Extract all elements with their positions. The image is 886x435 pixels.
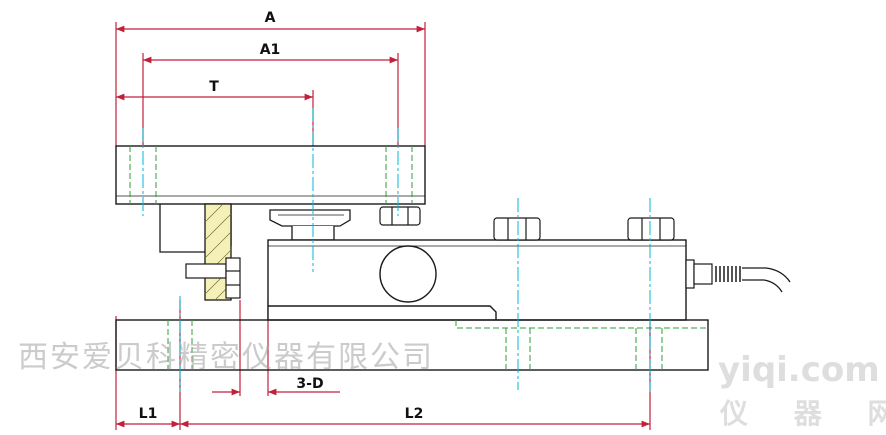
cell-nut-left bbox=[493, 217, 541, 241]
dim-label-L1: L1 bbox=[139, 406, 158, 422]
dim-label-A1: A1 bbox=[260, 42, 281, 58]
dim-label-T: T bbox=[209, 79, 219, 95]
top-plate-bolt-holes bbox=[129, 146, 413, 204]
site-watermark: yiqi.com bbox=[718, 350, 880, 390]
stop-bolt bbox=[185, 257, 241, 299]
top-plate bbox=[115, 145, 426, 205]
load-button bbox=[269, 209, 351, 241]
cell-nut-right bbox=[627, 217, 675, 241]
site-watermark-cn: 仪 器 网 bbox=[720, 397, 886, 430]
dim-label-L2: L2 bbox=[405, 406, 424, 422]
load-cell-hole bbox=[379, 245, 437, 303]
dim-label-3-D: 3-D bbox=[296, 376, 323, 392]
centerlines bbox=[142, 108, 651, 392]
company-watermark: 西安爱贝科精密仪器有限公司 bbox=[18, 340, 434, 375]
dim-label-A: A bbox=[265, 10, 276, 26]
cable-gland bbox=[685, 259, 741, 289]
load-cell-body bbox=[267, 239, 687, 321]
base-plate-recess bbox=[167, 320, 708, 370]
cable bbox=[742, 267, 791, 293]
base-plate bbox=[115, 319, 709, 371]
top-nut bbox=[379, 206, 421, 226]
